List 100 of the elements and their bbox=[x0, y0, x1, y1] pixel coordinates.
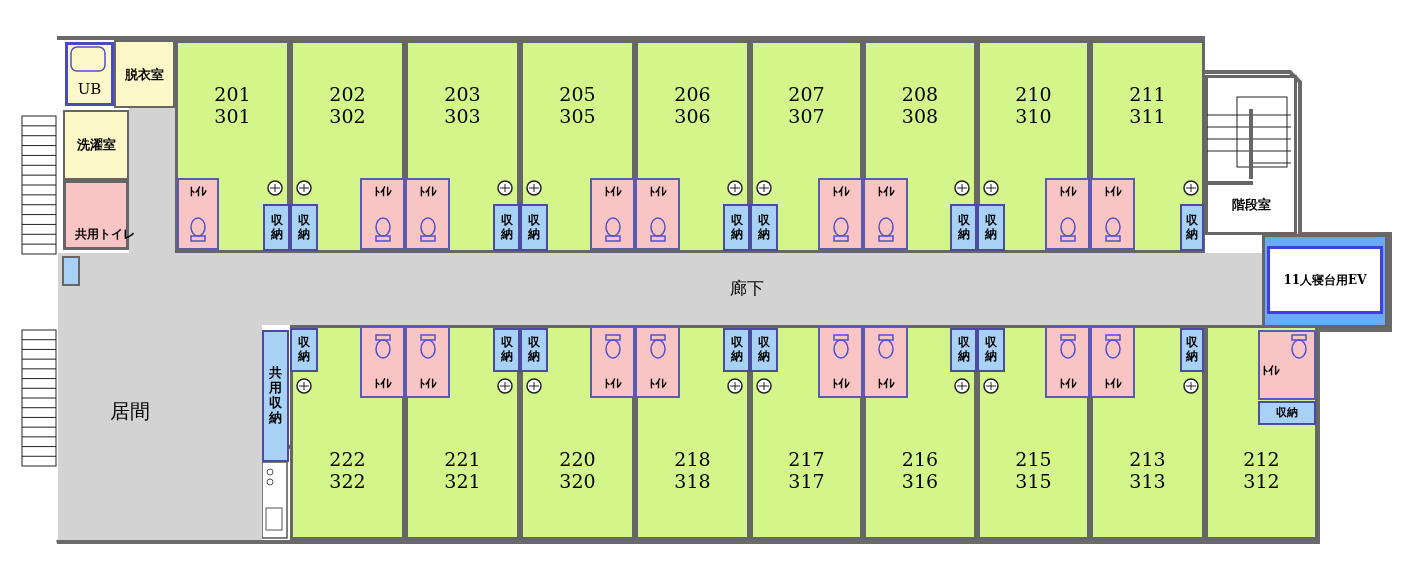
storage-closet bbox=[520, 328, 548, 372]
toilet-room bbox=[590, 178, 635, 250]
toilet-room bbox=[1258, 330, 1316, 400]
storage-closet bbox=[262, 330, 289, 462]
room-label: 収納 bbox=[984, 213, 998, 242]
apartment-room bbox=[635, 40, 750, 253]
room-label: 収納 bbox=[1185, 336, 1199, 364]
room-number: 206 bbox=[674, 84, 711, 106]
storage-closet bbox=[723, 204, 750, 251]
room-number: 216 bbox=[901, 449, 939, 471]
storage-closet bbox=[750, 328, 778, 372]
room-label: ﾄｲﾚ bbox=[648, 186, 667, 200]
room-number: 212 bbox=[1243, 449, 1280, 471]
room-label: 共用トイレ bbox=[75, 228, 135, 242]
room-number: 310 bbox=[1015, 105, 1052, 128]
apartment-room bbox=[977, 325, 1090, 540]
room-label: 収納 bbox=[500, 213, 513, 242]
room-number: 217 bbox=[788, 449, 825, 471]
room-number: 215 bbox=[1015, 449, 1052, 471]
toilet-room bbox=[1090, 326, 1135, 398]
room-label: ﾄｲﾚ bbox=[373, 186, 392, 200]
apartment-room bbox=[750, 325, 863, 540]
storage-closet bbox=[1258, 401, 1316, 425]
room-label: ﾄｲﾚ bbox=[603, 186, 622, 200]
room-label: 収納 bbox=[957, 213, 970, 242]
room-label: 階段室 bbox=[1231, 198, 1271, 213]
utility-room bbox=[63, 110, 129, 180]
apartment-room bbox=[175, 40, 290, 253]
toilet-room bbox=[818, 178, 863, 250]
room-label: ﾄｲﾚ bbox=[1058, 186, 1077, 200]
toilet-room bbox=[818, 326, 863, 398]
toilet-room bbox=[590, 326, 635, 398]
room-number: 220 bbox=[559, 449, 596, 471]
toilet-room bbox=[1045, 326, 1090, 398]
room-label: 11人寝台用EV bbox=[1283, 274, 1367, 288]
room-label: 収納 bbox=[730, 336, 743, 364]
room-label: ﾄｲﾚ bbox=[189, 186, 207, 200]
elevator bbox=[1262, 234, 1388, 328]
room-label: 廊下 bbox=[730, 279, 764, 299]
room-number: 315 bbox=[1015, 470, 1052, 493]
room-number: 210 bbox=[1015, 84, 1052, 106]
room-label: 収納 bbox=[957, 336, 970, 364]
apartment-room bbox=[635, 325, 750, 540]
room-label: 収納 bbox=[984, 336, 998, 364]
unit-bath bbox=[65, 42, 114, 106]
apartment-room bbox=[1090, 40, 1205, 253]
storage-closet bbox=[1180, 204, 1204, 251]
living-room bbox=[58, 253, 262, 540]
room-label: 収納 bbox=[500, 336, 513, 364]
room-number: 317 bbox=[788, 470, 825, 493]
room-number: 320 bbox=[559, 470, 596, 493]
apartment-room bbox=[1205, 325, 1318, 540]
room-number: 211 bbox=[1129, 84, 1166, 106]
room-number: 316 bbox=[901, 470, 939, 493]
room-number: 303 bbox=[444, 105, 481, 128]
storage-closet bbox=[750, 204, 778, 251]
toilet-room bbox=[863, 326, 908, 398]
apartment-room bbox=[863, 325, 977, 540]
room-label: ﾄｲﾚ bbox=[418, 378, 437, 392]
apartment-room bbox=[405, 40, 520, 253]
room-number: 302 bbox=[329, 105, 366, 128]
room-number: 205 bbox=[559, 84, 596, 106]
stairwell bbox=[1205, 75, 1297, 235]
toilet-room bbox=[635, 326, 680, 398]
room-label: 脱衣室 bbox=[125, 68, 164, 83]
room-number: 312 bbox=[1243, 470, 1280, 493]
storage-closet bbox=[520, 204, 548, 251]
room-number: 313 bbox=[1129, 470, 1166, 493]
toilet-room bbox=[863, 178, 908, 250]
toilet-room bbox=[405, 326, 450, 398]
room-label: ﾄｲﾚ bbox=[831, 186, 850, 200]
room-label: 居間 bbox=[110, 400, 150, 423]
room-number: 202 bbox=[329, 84, 366, 106]
room-label: 収納 bbox=[1185, 213, 1199, 242]
toilet-room bbox=[177, 178, 219, 250]
room-number: 308 bbox=[901, 105, 939, 128]
storage-closet bbox=[493, 204, 520, 251]
room-label: ﾄｲﾚ bbox=[1103, 186, 1122, 200]
room-number: 318 bbox=[674, 470, 711, 493]
room-label: 収納 bbox=[730, 213, 743, 242]
room-number: 208 bbox=[901, 84, 939, 106]
room-label: ﾄｲﾚ bbox=[1103, 378, 1122, 392]
room-label: 収納 bbox=[297, 213, 311, 242]
toilet-room bbox=[1045, 178, 1090, 250]
room-label: ﾄｲﾚ bbox=[1058, 378, 1077, 392]
room-number: 306 bbox=[674, 105, 711, 128]
room-label: 収納 bbox=[757, 213, 771, 242]
storage-closet bbox=[493, 328, 520, 372]
room-number: 207 bbox=[788, 84, 825, 106]
room-number: 307 bbox=[788, 105, 825, 128]
room-label: ﾄｲﾚ bbox=[1262, 365, 1280, 379]
room-label: 収納 bbox=[527, 213, 541, 242]
utility-room bbox=[114, 40, 175, 108]
apartment-room bbox=[405, 325, 520, 540]
room-number: 305 bbox=[559, 105, 596, 128]
storage-closet bbox=[950, 204, 977, 251]
room-number: 322 bbox=[329, 470, 366, 493]
apartment-room bbox=[520, 40, 635, 253]
storage-closet bbox=[263, 204, 290, 251]
storage-closet bbox=[950, 328, 977, 372]
